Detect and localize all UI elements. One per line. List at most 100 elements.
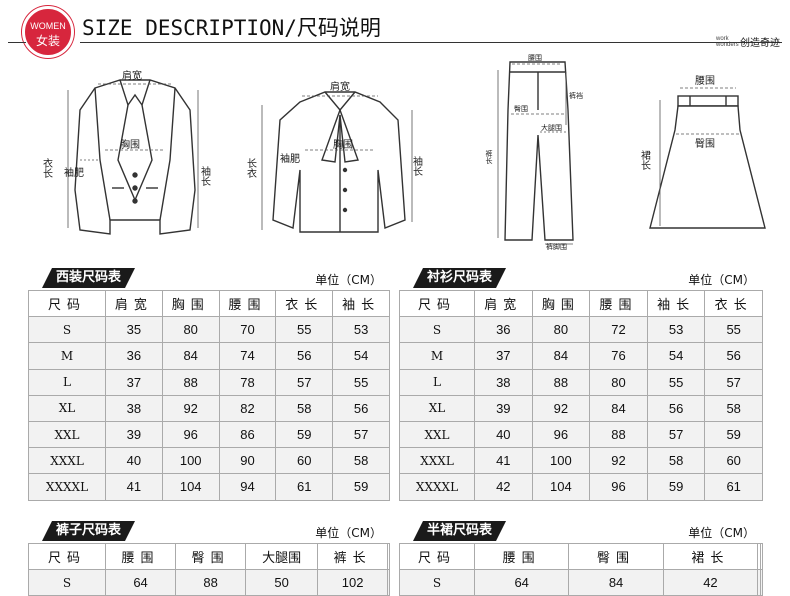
size-cell: L xyxy=(28,368,106,396)
value-cell: 36 xyxy=(105,342,163,370)
value-cell: 54 xyxy=(332,342,390,370)
header-cell xyxy=(387,543,390,570)
skirt-table-title: 半裙尺码表 xyxy=(413,521,506,541)
skirt-length-label: 裙长 xyxy=(639,149,651,170)
header-cell: 臀围 xyxy=(175,543,247,570)
size-cell: XXXL xyxy=(399,447,475,475)
header-cell: 臀围 xyxy=(568,543,664,570)
skirt-table-unit: 单位（CM） xyxy=(688,526,755,540)
value-cell: 38 xyxy=(474,368,533,396)
value-cell: 56 xyxy=(275,342,334,370)
size-cell: XL xyxy=(399,394,475,422)
header-cell: 衣长 xyxy=(275,289,334,318)
value-cell: 54 xyxy=(646,342,706,370)
value-cell: 80 xyxy=(531,316,591,344)
shirt-table-unit: 单位（CM） xyxy=(688,273,755,287)
size-cell: XXL xyxy=(399,420,475,449)
pants-hip-label: 臀围 xyxy=(514,105,528,113)
value-cell: 39 xyxy=(105,420,163,449)
value-cell: 59 xyxy=(275,420,334,449)
pants-thigh-label: 大腿围 xyxy=(541,123,562,132)
value-cell: 92 xyxy=(589,447,648,475)
header-cell: 肩宽 xyxy=(105,289,163,318)
badge-cn: 女装 xyxy=(35,34,60,48)
header-cell: 裤长 xyxy=(317,543,389,570)
value-cell: 59 xyxy=(704,420,763,449)
skirt-illustration xyxy=(649,95,766,229)
value-cell: 41 xyxy=(105,473,163,501)
value-cell: 60 xyxy=(275,447,334,475)
header-cell: 裙长 xyxy=(662,543,759,570)
value-cell: 58 xyxy=(275,394,334,422)
value-cell: 88 xyxy=(175,569,247,596)
suit-sleeve-length-label: 袖长 xyxy=(199,165,211,186)
pants-table-unit: 单位（CM） xyxy=(315,526,382,540)
size-cell: XXXL xyxy=(28,447,106,475)
pants-rise-label: 裤裆 xyxy=(569,91,583,100)
shirt-table-title: 衬衫尺码表 xyxy=(413,268,506,288)
shirt-sleeve-width-label: 袖肥 xyxy=(280,152,300,165)
header-cell: 尺码 xyxy=(28,543,106,570)
value-cell: 42 xyxy=(662,569,759,596)
pants-length-label: 裤长 xyxy=(485,149,493,165)
pants-waist-label: 腰围 xyxy=(528,54,542,62)
header-cell: 衣长 xyxy=(704,289,763,318)
value-cell: 64 xyxy=(104,569,177,596)
shirt-illustration xyxy=(272,91,406,233)
value-cell: 90 xyxy=(218,447,277,475)
value-cell: 78 xyxy=(218,368,277,396)
suit-shoulder-label: 肩宽 xyxy=(122,69,142,82)
value-cell: 55 xyxy=(332,368,390,396)
value-cell xyxy=(759,569,764,596)
header-rule xyxy=(80,42,782,43)
value-cell: 58 xyxy=(646,447,706,475)
value-cell: 64 xyxy=(473,569,570,596)
value-cell: 56 xyxy=(646,394,706,422)
value-cell: 61 xyxy=(275,473,334,501)
suit-table-title: 西装尺码表 xyxy=(42,268,135,288)
header-cell: 胸围 xyxy=(531,289,591,318)
value-cell: 86 xyxy=(218,420,277,449)
value-cell: 41 xyxy=(474,447,533,475)
size-cell: L xyxy=(399,368,475,396)
pants-hem-label: 裤脚围 xyxy=(546,242,567,250)
value-cell: 53 xyxy=(332,316,390,344)
shirt-chest-label: 胸围 xyxy=(333,138,353,151)
brand-en: work wonders xyxy=(716,35,739,48)
brand-cn: 创造奇迹 xyxy=(740,38,780,49)
value-cell: 88 xyxy=(161,368,220,396)
value-cell: 84 xyxy=(531,342,591,370)
value-cell: 38 xyxy=(105,394,163,422)
value-cell: 55 xyxy=(275,316,334,344)
value-cell: 58 xyxy=(332,447,390,475)
value-cell: 40 xyxy=(105,447,163,475)
value-cell xyxy=(387,569,390,596)
shirt-sleeve-length-label: 袖长 xyxy=(411,155,423,176)
header-cell: 尺码 xyxy=(28,289,106,318)
header-cell: 袖长 xyxy=(332,289,390,318)
suit-chest-label: 胸围 xyxy=(120,138,140,151)
size-cell: M xyxy=(28,342,106,370)
header-cell: 大腿围 xyxy=(245,543,319,570)
value-cell: 80 xyxy=(161,316,220,344)
value-cell: 84 xyxy=(161,342,220,370)
skirt-waist-label: 腰围 xyxy=(695,75,715,87)
value-cell: 36 xyxy=(474,316,533,344)
pants-header-row: 尺码 腰围 臀围 大腿围 裤长 xyxy=(28,543,390,570)
value-cell: 84 xyxy=(589,394,648,422)
value-cell: 37 xyxy=(105,368,163,396)
value-cell: 56 xyxy=(704,342,763,370)
garment-illustrations: 肩宽 胸围 衣长 袖肥 袖长 肩宽 胸围 长衣 袖肥 袖长 腰围 臀围 裤裆 xyxy=(41,54,766,250)
